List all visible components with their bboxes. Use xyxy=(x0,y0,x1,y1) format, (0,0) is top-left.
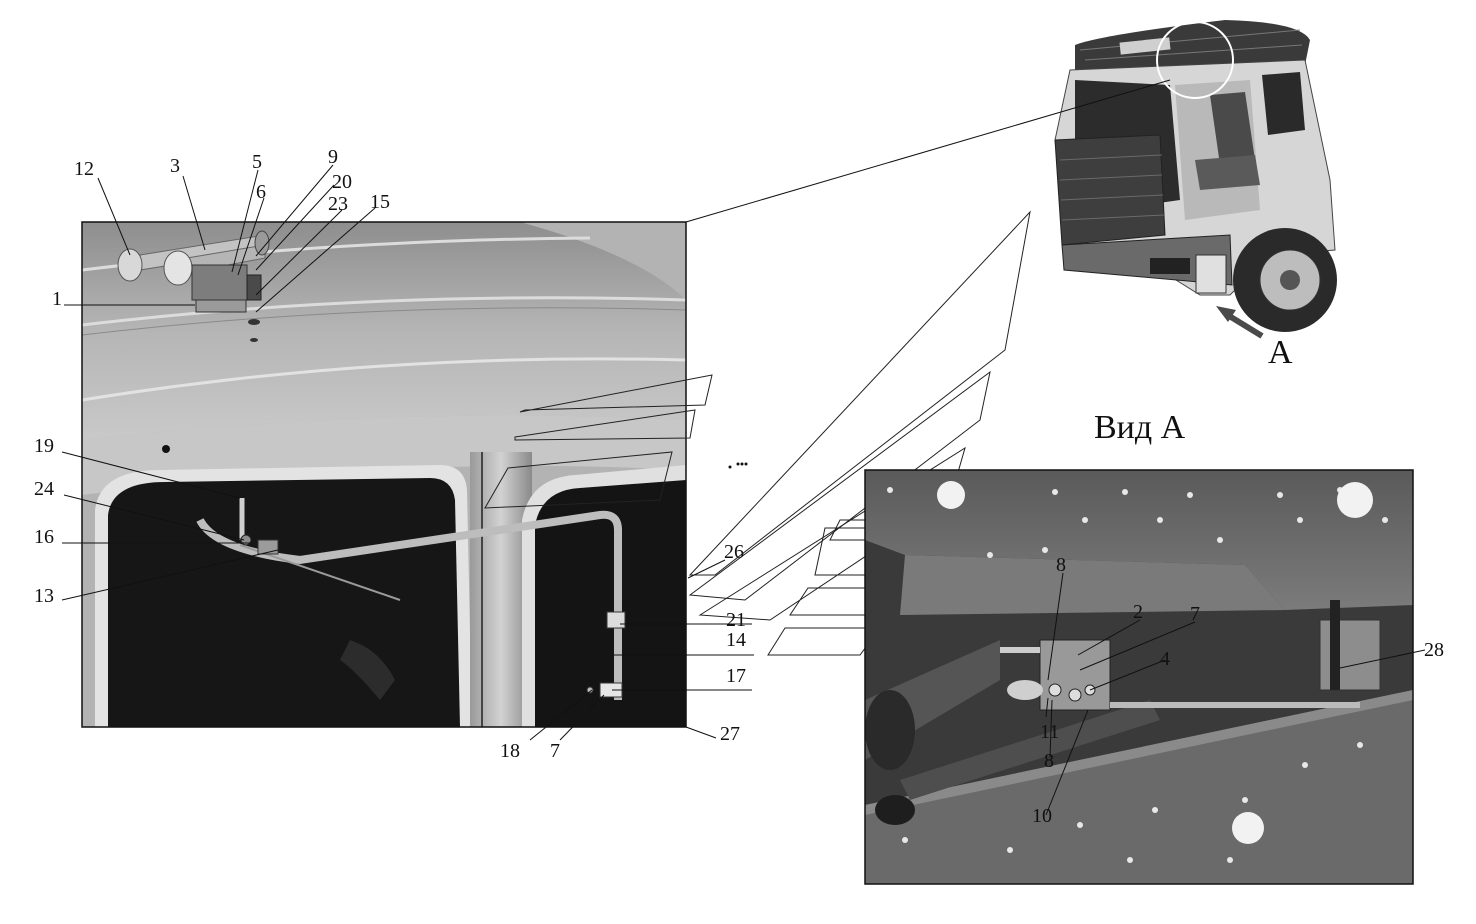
truck-cab-overview xyxy=(1054,20,1337,339)
view-a-detail xyxy=(865,470,1413,884)
label-viewa-8-bottom: 8 xyxy=(1044,750,1054,772)
label-21: 21 xyxy=(726,609,746,631)
label-viewa-28: 28 xyxy=(1424,639,1444,661)
part-labels: 12 3 5 6 9 20 23 15 1 19 24 16 13 26 21 … xyxy=(34,146,1444,827)
label-18: 18 xyxy=(500,740,520,762)
label-12: 12 xyxy=(74,158,94,180)
label-27: 27 xyxy=(720,723,740,745)
label-viewa-8-top: 8 xyxy=(1056,554,1066,576)
label-9: 9 xyxy=(328,146,338,168)
label-26: 26 xyxy=(724,541,744,563)
main-detail-view xyxy=(82,222,686,727)
leader-lines xyxy=(61,164,1426,816)
label-7: 7 xyxy=(550,740,560,762)
label-17: 17 xyxy=(726,665,746,687)
label-19: 19 xyxy=(34,435,54,457)
main-view-frame xyxy=(81,221,687,728)
label-6: 6 xyxy=(256,181,266,203)
label-24: 24 xyxy=(34,478,54,500)
label-16: 16 xyxy=(34,526,54,548)
label-viewa-4: 4 xyxy=(1160,648,1170,670)
label-14: 14 xyxy=(726,629,746,651)
label-1: 1 xyxy=(52,288,62,310)
label-3: 3 xyxy=(170,155,180,177)
label-5: 5 xyxy=(252,151,262,173)
air-horns xyxy=(117,230,270,342)
label-viewa-10: 10 xyxy=(1032,805,1052,827)
view-marker-a: A xyxy=(1268,334,1293,371)
label-23: 23 xyxy=(328,193,348,215)
label-13: 13 xyxy=(34,585,54,607)
label-15: 15 xyxy=(370,191,390,213)
label-viewa-7: 7 xyxy=(1190,603,1200,625)
label-viewa-2: 2 xyxy=(1133,601,1143,623)
view-a-title: Вид А xyxy=(1094,409,1186,446)
label-viewa-11: 11 xyxy=(1040,721,1059,743)
label-20: 20 xyxy=(332,171,352,193)
view-a-frame xyxy=(864,469,1414,885)
